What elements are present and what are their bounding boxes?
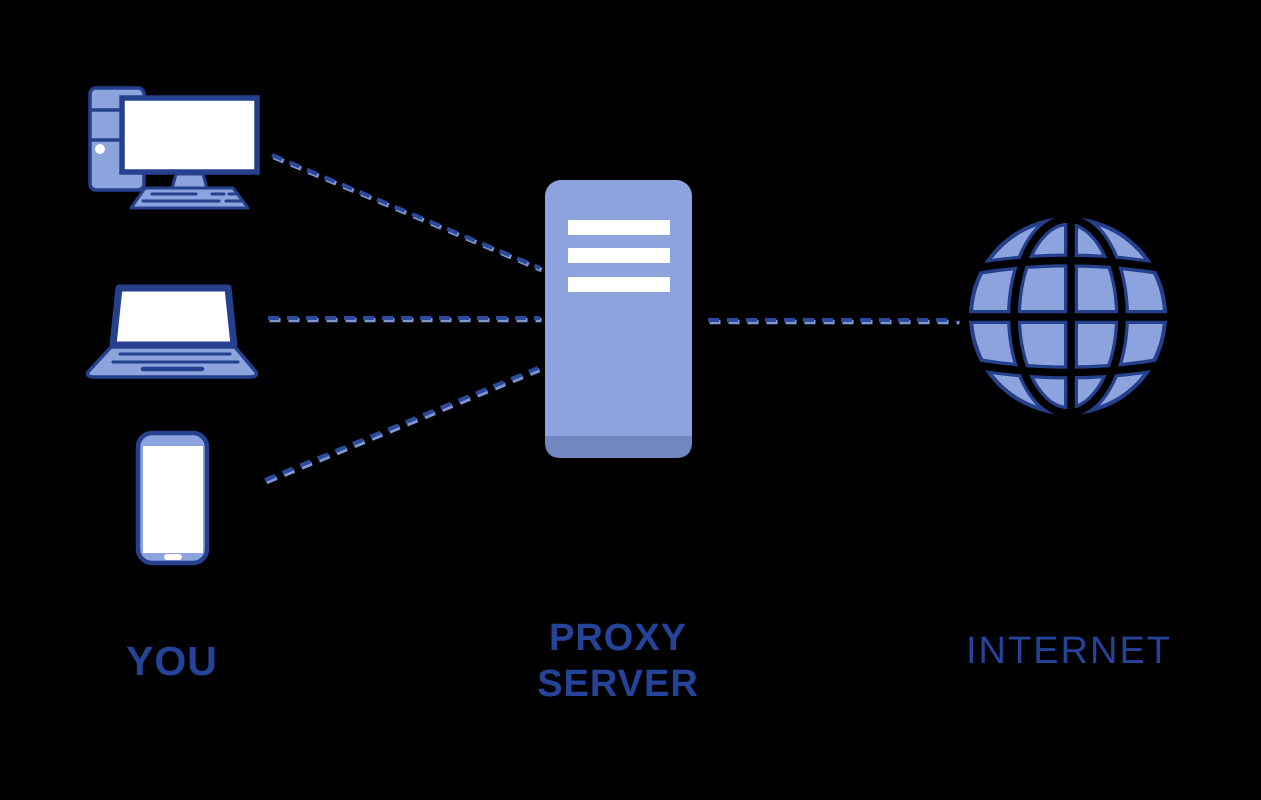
connection-lines xyxy=(264,153,960,485)
proxy-label-line2: SERVER xyxy=(537,663,699,705)
connection-phone-to-proxy xyxy=(264,366,539,482)
proxy-label-line1: PROXY xyxy=(548,617,688,659)
tower-power-button xyxy=(95,144,105,154)
laptop-icon xyxy=(85,284,259,379)
proxy-server-icon xyxy=(545,180,692,458)
phone-home-button xyxy=(164,554,182,560)
desktop-monitor xyxy=(119,95,260,175)
proxy-server-label: PROXY SERVER xyxy=(537,615,699,707)
smartphone-icon xyxy=(135,430,210,566)
connection-desktop-to-proxy xyxy=(271,153,541,270)
internet-label: INTERNET xyxy=(966,630,1172,672)
phone-screen xyxy=(143,446,203,553)
desktop-computer-icon xyxy=(88,86,260,210)
connection-dash-layer xyxy=(264,153,958,482)
laptop-screen xyxy=(109,284,238,349)
server-base-shadow xyxy=(545,436,692,458)
you-label: YOU xyxy=(126,638,218,684)
internet-globe-icon xyxy=(954,204,1182,430)
globe-grid-cuts xyxy=(954,204,1182,430)
server-slots xyxy=(568,220,670,292)
desktop-keyboard xyxy=(129,186,250,210)
